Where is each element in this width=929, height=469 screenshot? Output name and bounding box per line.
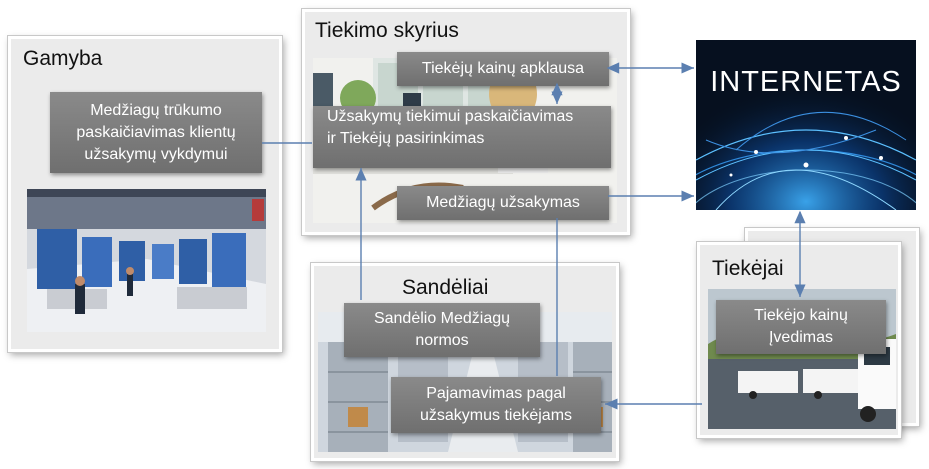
tiekimo-box-paskaiciavimas-line2: ir Tiekėjų pasirinkimas <box>327 130 485 147</box>
factory-photo <box>27 189 266 332</box>
sandeliai-title: Sandėliai <box>402 276 489 299</box>
tiekimo-box-medziagu-uzsakymas: Medžiagų užsakymas <box>397 186 609 220</box>
globe-network-icon <box>696 40 916 210</box>
tiekimo-box-paskaiciavimas-line1: Užsakymų tiekimui paskaičiavimas <box>327 108 574 125</box>
gamyba-title: Gamyba <box>23 47 103 70</box>
tiekejai-title: Tiekėjai <box>712 257 784 280</box>
sandeliai-panel: Sandėliai Sandėlio Medžiagų normos Pajam… <box>311 263 619 461</box>
tiekimo-title: Tiekimo skyrius <box>315 19 459 42</box>
tiekimo-panel: Tiekimo skyrius Tiekėjų kainų apklausa U… <box>302 9 630 235</box>
sandeliai-box-pajamavimas: Pajamavimas pagal užsakymus tiekėjams <box>391 377 601 433</box>
tiekimo-box-kainu-apklausa: Tiekėjų kainų apklausa <box>397 52 609 86</box>
tiekejai-box-kainu-ivedimas: Tiekėjo kainų Įvedimas <box>716 300 886 354</box>
tiekejai-panel: Tiekėjai Tiekėjo kainų Įvedimas <box>697 242 901 438</box>
sandeliai-box-normos: Sandėlio Medžiagų normos <box>344 303 540 357</box>
tiekimo-box-paskaiciavimas: Užsakymų tiekimui paskaičiavimas ir Tiek… <box>313 106 611 168</box>
internetas-title: INTERNETAS <box>710 66 902 98</box>
gamyba-box: Medžiagų trūkumo paskaičiavimas klientų … <box>50 92 262 173</box>
gamyba-panel: Gamyba Medžiagų trūkumo paskaičiavimas k… <box>8 36 282 352</box>
internetas-panel: INTERNETAS <box>696 40 916 210</box>
